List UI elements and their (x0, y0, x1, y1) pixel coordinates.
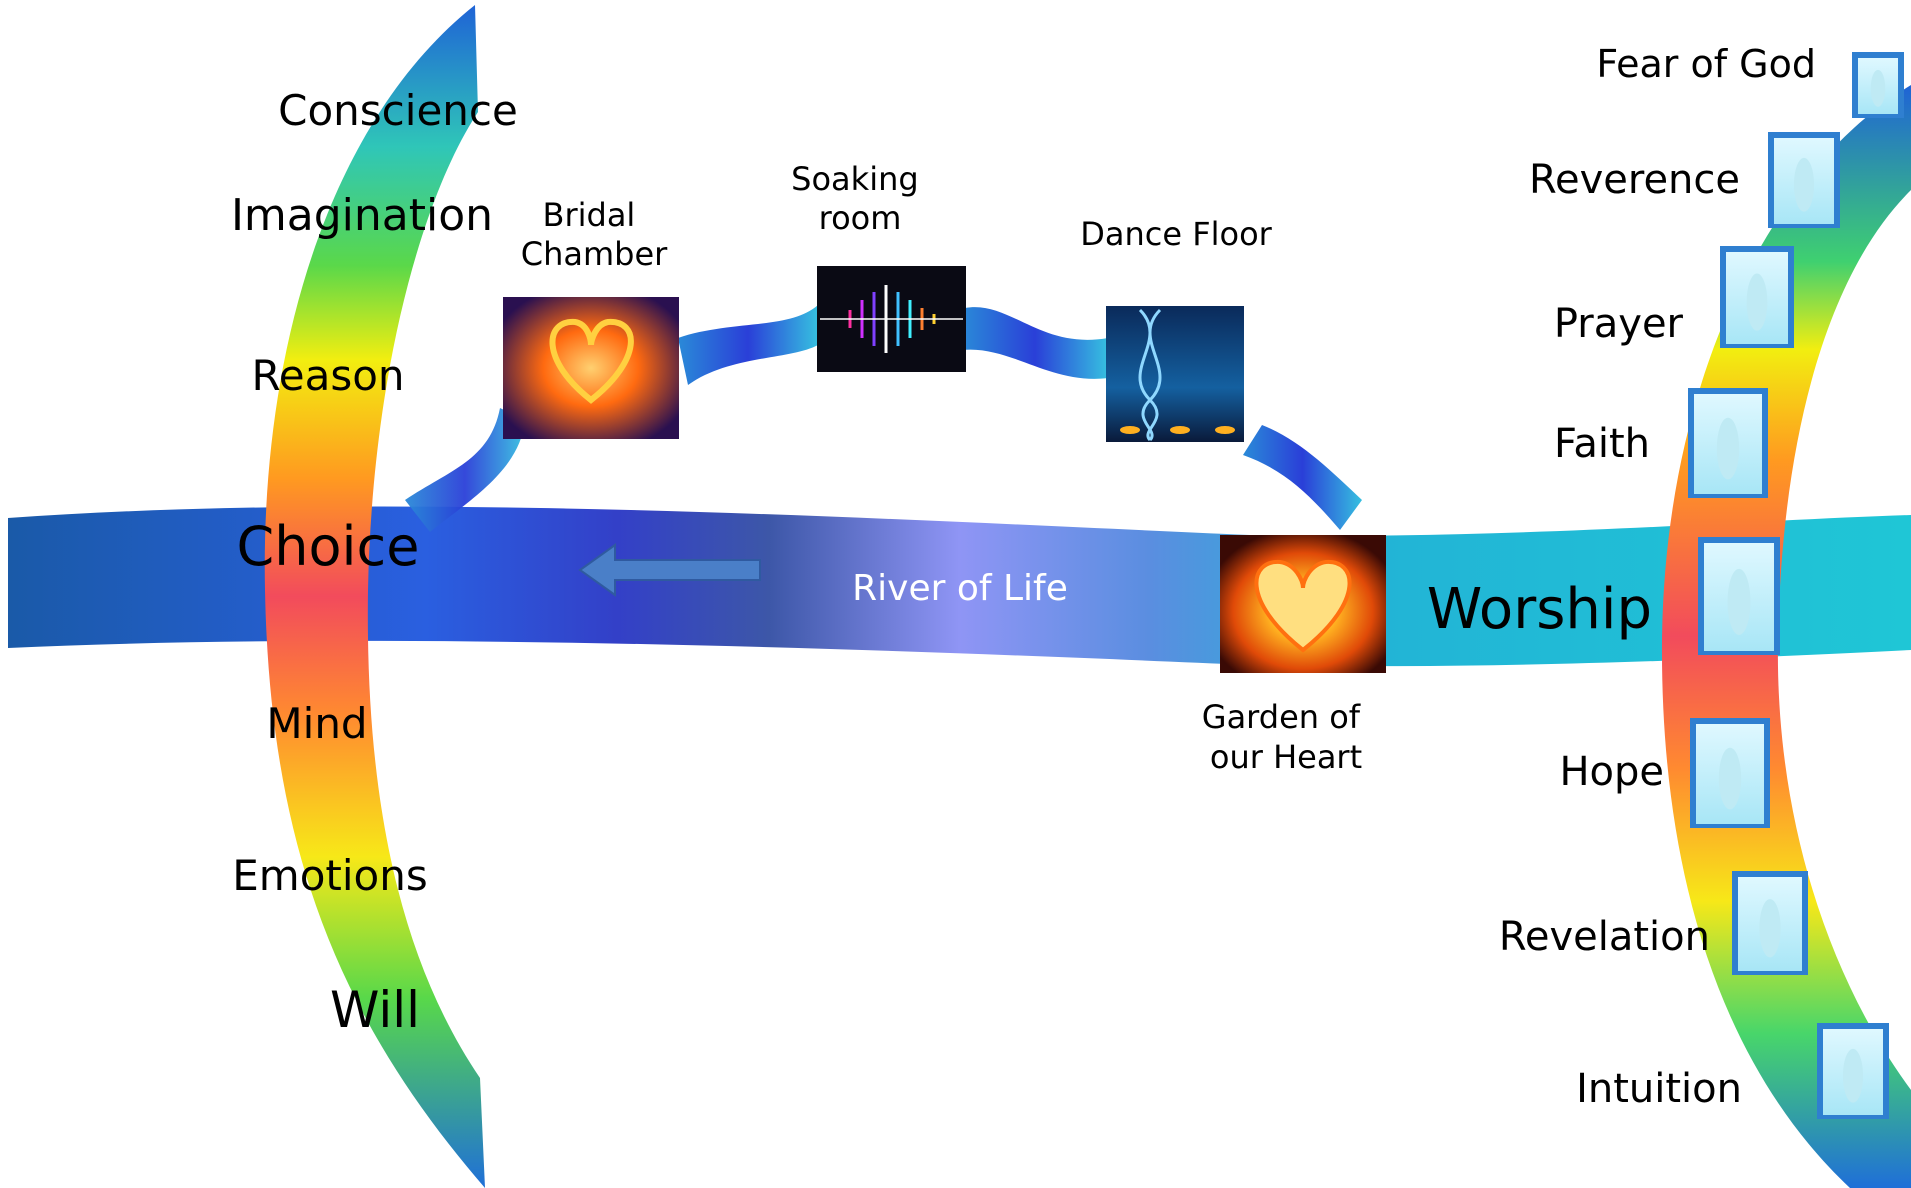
label-imagination: Imagination (231, 190, 493, 241)
person-silhouette-icon (1842, 1048, 1864, 1103)
left-arc (264, 5, 485, 1188)
bridal-chamber-label-line1: Bridal (543, 196, 636, 234)
label-revelation: Revelation (1499, 914, 1710, 960)
bridal-chamber-label: Bridal Chamber (521, 196, 668, 273)
left-arc-labels: Conscience Imagination Reason Choice Min… (231, 86, 518, 1039)
node-labels: Bridal Chamber Soaking room Dance Floor … (521, 160, 1370, 776)
dance-floor-image (1106, 306, 1244, 442)
person-silhouette-icon (1746, 273, 1768, 331)
right-arc-band (1661, 85, 1911, 1188)
person-silhouette-icon (1718, 747, 1742, 810)
label-mind: Mind (266, 699, 367, 748)
door-icon-hope (1690, 718, 1770, 828)
person-silhouette-icon (1759, 899, 1781, 958)
soaking-room-image (817, 266, 966, 372)
person-silhouette-icon (1716, 417, 1740, 480)
river-band (8, 506, 1911, 667)
soaking-room-label: Soaking room (791, 160, 929, 237)
connector-ribbons (405, 305, 1362, 532)
person-silhouette-icon (1793, 157, 1815, 212)
door-icon-worship (1698, 537, 1780, 655)
ribbon-choice-to-bridal (405, 408, 525, 532)
left-arc-band (264, 5, 485, 1188)
ribbon-dance-to-garden (1243, 425, 1362, 530)
label-conscience: Conscience (278, 86, 518, 135)
garden-label-line2: our Heart (1210, 738, 1362, 776)
door-icons (1688, 52, 1904, 1119)
ribbon-soaking-to-dance (962, 307, 1108, 379)
label-prayer: Prayer (1554, 301, 1684, 347)
door-icon-revelation (1732, 871, 1808, 975)
label-emotions: Emotions (232, 851, 427, 900)
bridal-chamber-image (503, 297, 679, 439)
garden-of-heart-image (1220, 535, 1386, 673)
door-icon-fear-of-god (1852, 52, 1904, 118)
river-of-life: River of Life (8, 506, 1911, 667)
right-arc (1661, 85, 1911, 1188)
label-hope: Hope (1559, 749, 1664, 795)
label-reverence: Reverence (1529, 157, 1740, 203)
label-will: Will (330, 981, 420, 1039)
garden-label: Garden of our Heart (1202, 698, 1370, 776)
dance-floor-label: Dance Floor (1080, 215, 1272, 253)
right-arc-labels: Fear of God Reverence Prayer Faith Worsh… (1427, 42, 1816, 1112)
door-icon-reverence (1768, 132, 1840, 228)
door-icon-faith (1688, 388, 1768, 498)
person-silhouette-icon (1727, 568, 1751, 635)
river-label: River of Life (852, 568, 1068, 609)
label-intuition: Intuition (1576, 1066, 1742, 1112)
label-fear-of-god: Fear of God (1596, 42, 1816, 86)
label-faith: Faith (1554, 421, 1650, 467)
label-worship: Worship (1427, 577, 1652, 642)
person-silhouette-icon (1870, 69, 1886, 107)
ribbon-bridal-to-soaking (678, 305, 818, 385)
door-icon-intuition (1817, 1023, 1889, 1119)
soaking-room-label-line2: room (819, 199, 902, 237)
bridal-chamber-label-line2: Chamber (521, 235, 668, 273)
soaking-room-label-line1: Soaking (791, 160, 919, 198)
label-choice: Choice (237, 515, 420, 578)
garden-label-line1: Garden of (1202, 698, 1361, 736)
river-arrow-icon (578, 543, 761, 597)
label-reason: Reason (251, 351, 404, 400)
door-icon-prayer (1720, 246, 1794, 348)
